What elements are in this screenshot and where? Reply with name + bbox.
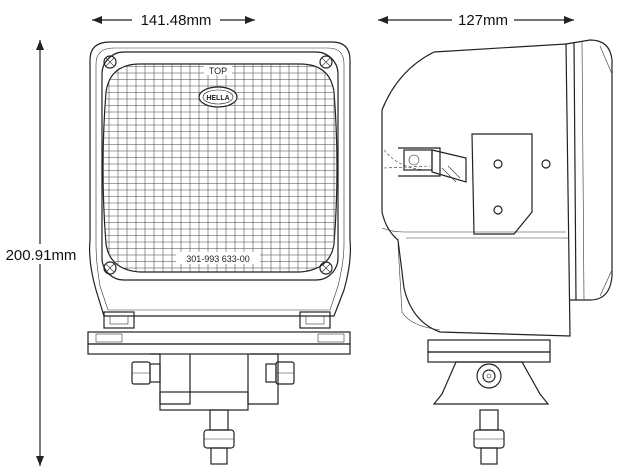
height-dimension: 200.91mm xyxy=(0,40,84,466)
cable-connector-icon xyxy=(398,147,467,183)
side-depth-label: 127mm xyxy=(458,12,508,29)
width-dimension: 141.48mm xyxy=(92,8,255,29)
front-mounting-bracket xyxy=(87,331,351,465)
depth-dimension: 127mm xyxy=(378,8,574,29)
lens-top-mark: TOP xyxy=(209,66,227,76)
side-view xyxy=(381,39,613,465)
screw-icon xyxy=(319,261,333,275)
side-mounting-bracket xyxy=(427,339,551,465)
screw-icon xyxy=(319,55,333,69)
hella-logo-icon: HELLA xyxy=(198,86,238,108)
front-width-label: 141.48mm xyxy=(141,12,212,29)
part-number: 301-993 633-00 xyxy=(186,254,250,264)
front-view: TOP HELLA 301-993 633-00 xyxy=(87,41,351,465)
screw-icon xyxy=(103,55,117,69)
screw-icon xyxy=(103,261,117,275)
svg-text:HELLA: HELLA xyxy=(206,95,229,102)
height-label: 200.91mm xyxy=(6,247,77,264)
